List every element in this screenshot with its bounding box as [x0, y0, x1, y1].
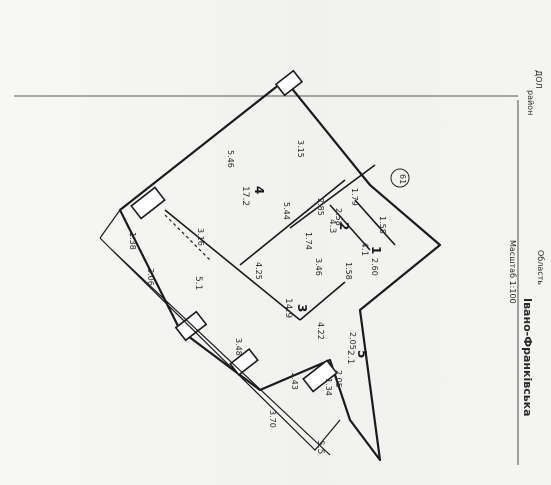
dim-1: 3.15 [296, 140, 305, 158]
dim-9: 1.74 [304, 232, 313, 250]
room-3-number: 3 [295, 304, 309, 312]
dim-17: 4.22 [316, 322, 325, 340]
balcony-label-2: 5.5 [315, 440, 325, 454]
dim-11: 3.46 [314, 258, 323, 276]
dim-8: 2.60 [370, 258, 379, 276]
dimension-labels: 3.15 5.46 1.79 2.85 5.44 2.58 1.58 2.60 … [128, 140, 387, 428]
header-fragment: ДОЛ [534, 70, 543, 89]
dim-14: 1.38 [128, 232, 137, 250]
dim-6: 2.58 [334, 208, 343, 226]
apartment-number-badge: 61 [390, 168, 410, 188]
dim-12: 4.25 [254, 262, 263, 280]
wall-blocks [130, 69, 338, 393]
apartment-number: 61 [398, 174, 407, 184]
dim-19: 2.05 [334, 370, 343, 388]
dim-13: 3.16 [196, 228, 205, 246]
room-1-area: 4.1 [359, 242, 369, 256]
partitions [164, 164, 396, 321]
room-4-area: 17.2 [240, 186, 250, 206]
dim-21: 1.34 [324, 378, 333, 396]
dim-5: 5.44 [282, 202, 291, 220]
dim-20: 1.43 [290, 372, 299, 390]
room-3-area: 14.9 [283, 298, 293, 318]
balcony-label-1: 5.1 [193, 276, 203, 290]
scale-label: Масштаб 1:100 [508, 240, 517, 304]
apartment-walls [118, 78, 442, 462]
room-4-number: 4 [252, 186, 266, 194]
room-1-number: 1 [369, 246, 383, 254]
balcony-outline [99, 209, 341, 456]
dim-16: 3.48 [234, 338, 243, 356]
room-labels: 4 17.2 3 14.9 2 4.3 1 4.1 5 2.1 5.1 5.5 [193, 186, 383, 454]
dim-7: 1.58 [378, 216, 387, 234]
room-2-area: 4.3 [327, 219, 337, 233]
oblast-label: Область [536, 250, 545, 285]
dim-10: 1.58 [344, 262, 353, 280]
dim-4: 2.85 [316, 198, 325, 216]
room-2-number: 2 [337, 222, 351, 230]
rayon-label: район [526, 90, 535, 115]
dim-15: 3.06 [146, 268, 155, 286]
room-5-number: 5 [355, 350, 369, 358]
room-5-area: 2.1 [345, 350, 355, 364]
dim-3: 1.79 [350, 188, 359, 206]
dim-2: 5.46 [226, 150, 235, 168]
dim-18: 2.05 [348, 332, 357, 350]
dim-22: 3.70 [268, 410, 277, 428]
city-label: Івано-Франківська [521, 298, 534, 417]
